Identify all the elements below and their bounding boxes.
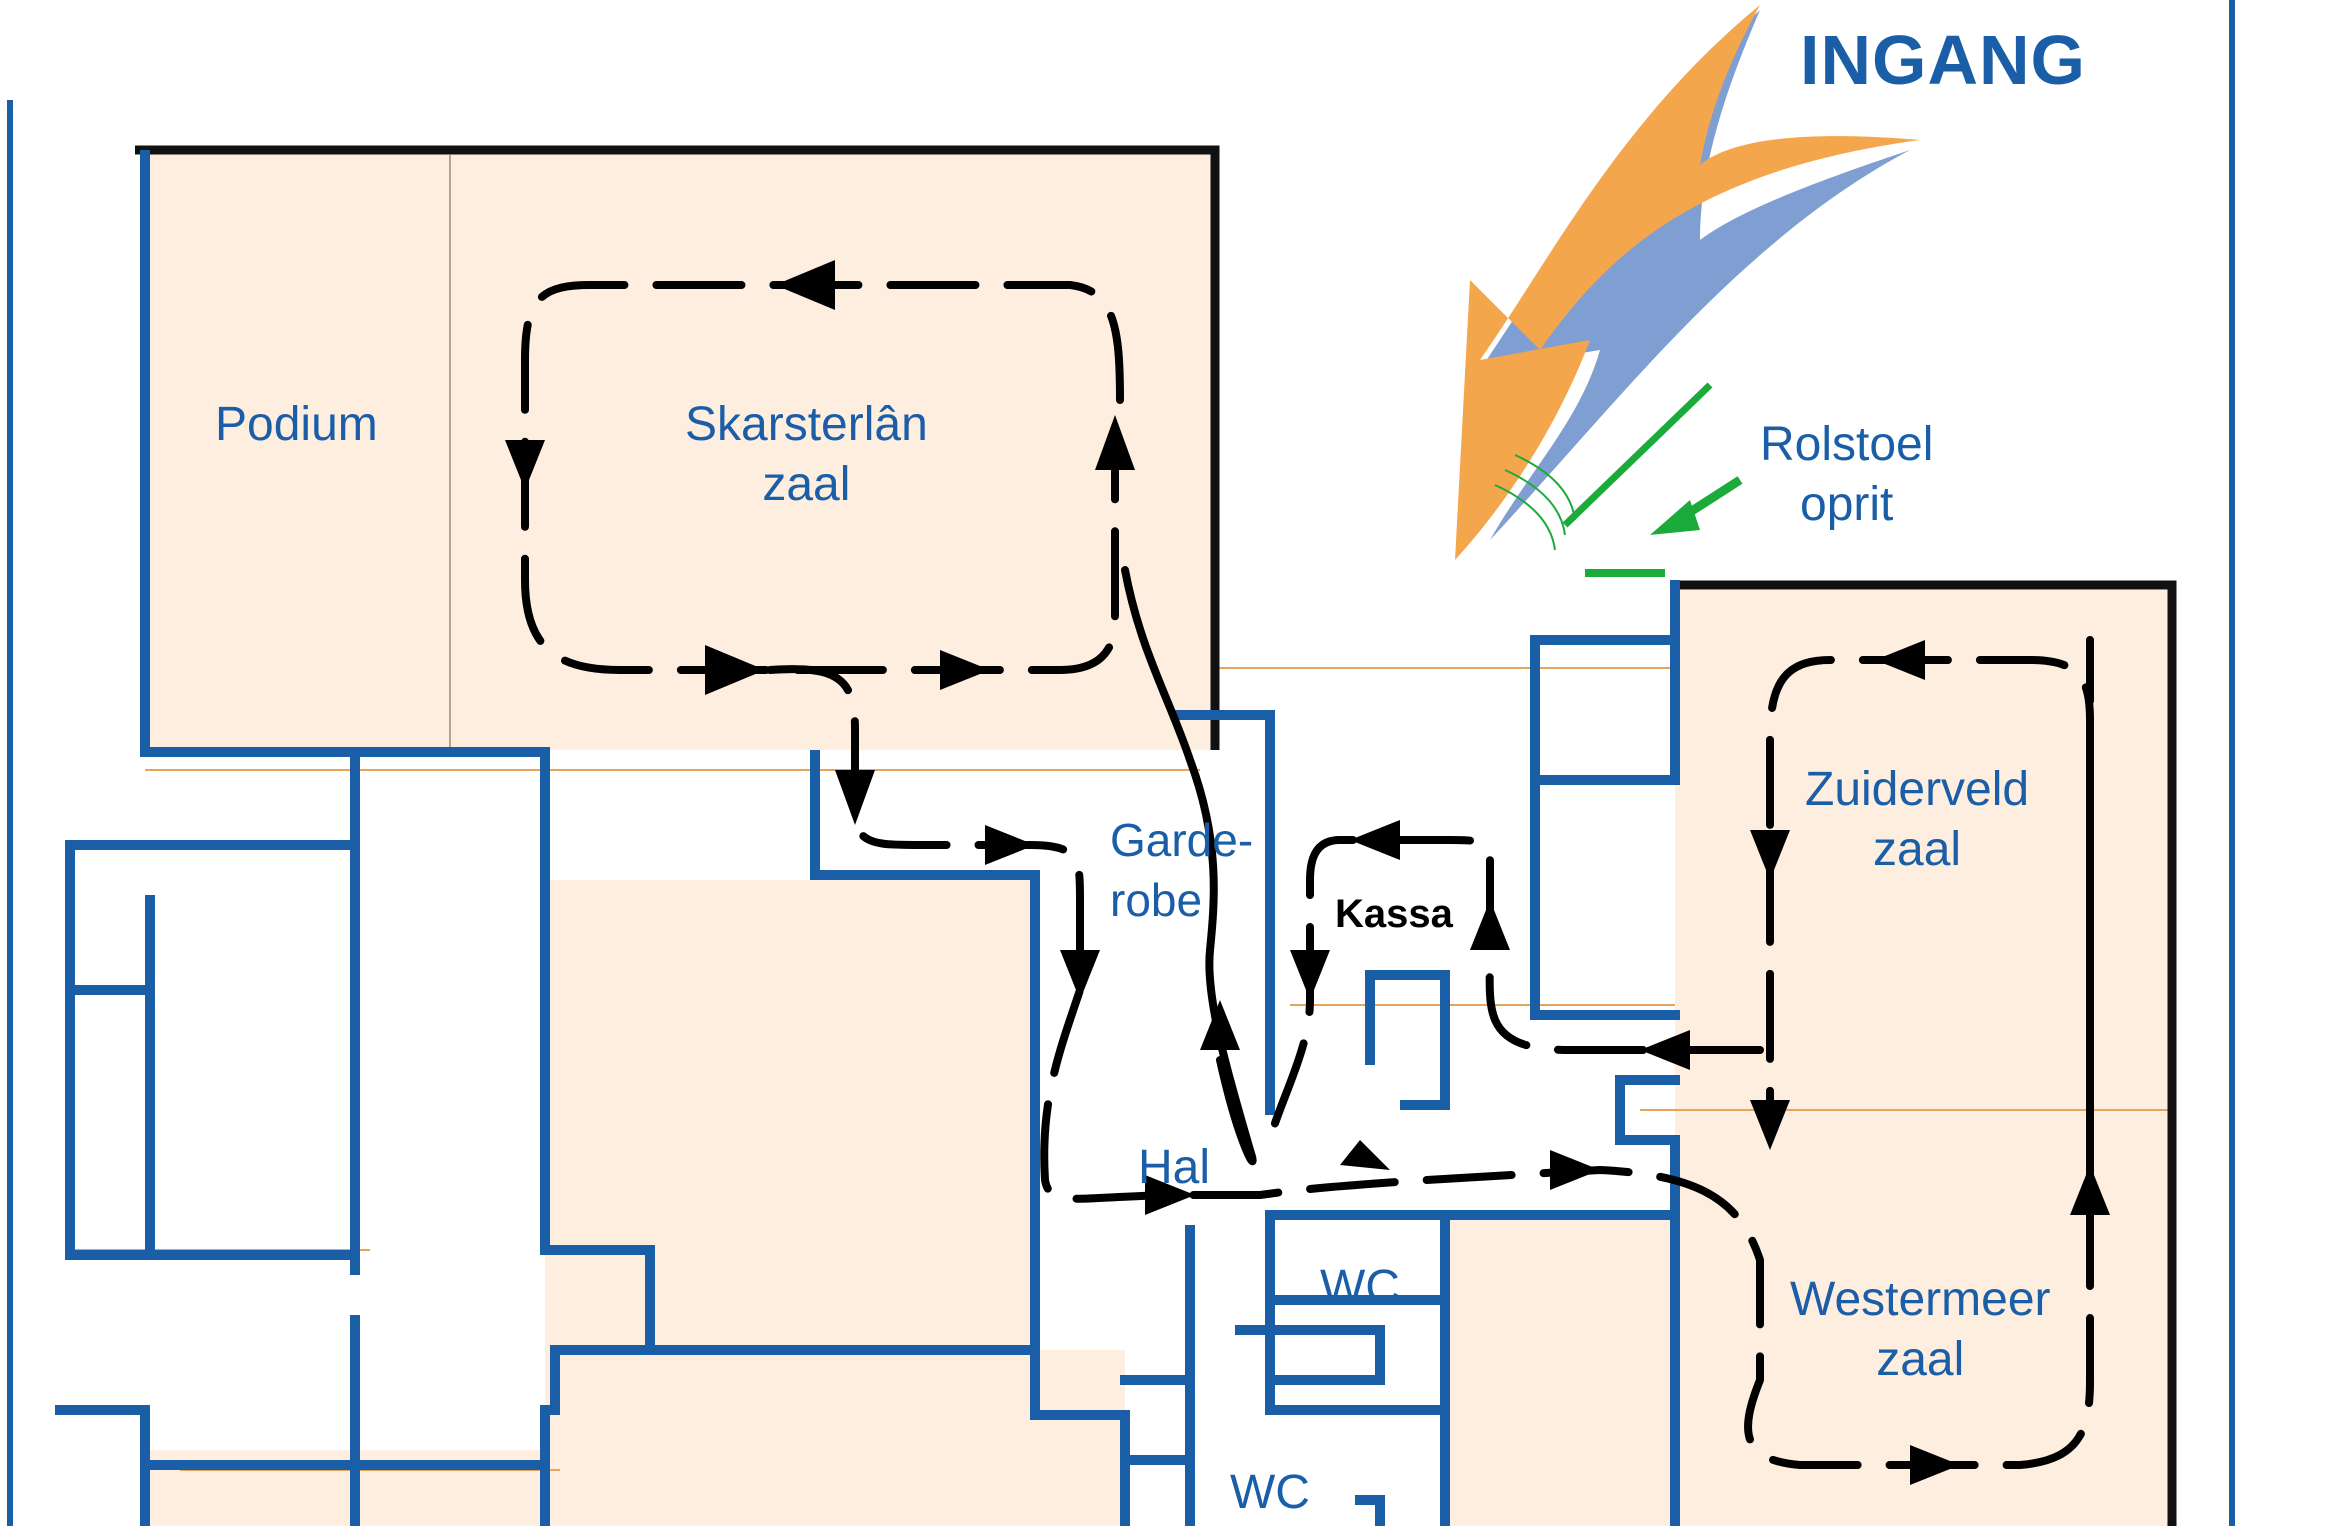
frame-lines: [7, 0, 2235, 1526]
room-label-wc-1: WC: [1320, 1261, 1400, 1314]
wheelchair-ramp-label: Rolstoel oprit: [1760, 418, 1934, 531]
room-label-hal: Hal: [1138, 1141, 1211, 1194]
route-arrow-icon: [505, 260, 2110, 1485]
entrance-label: INGANG: [1800, 21, 2086, 99]
room-label-westermeer: Westermeer zaal: [1790, 1273, 2051, 1386]
blue-walls: [55, 150, 1680, 1526]
room-label-wc-2: WC: [1230, 1466, 1310, 1519]
wheelchair-ramp-icon: [1494, 382, 1743, 577]
room-label-skarsterlan: Skarsterlân zaal: [685, 398, 928, 511]
room-label-kassa: Kassa: [1335, 892, 1453, 936]
room-label-garderobe: Garde- robe: [1110, 814, 1254, 926]
room-label-podium: Podium: [215, 398, 378, 451]
hall-outer-walls: [135, 145, 2177, 1526]
room-label-zuiderveld: Zuiderveld zaal: [1805, 763, 2030, 876]
entrance-arrow-icon: [1455, 5, 1920, 560]
